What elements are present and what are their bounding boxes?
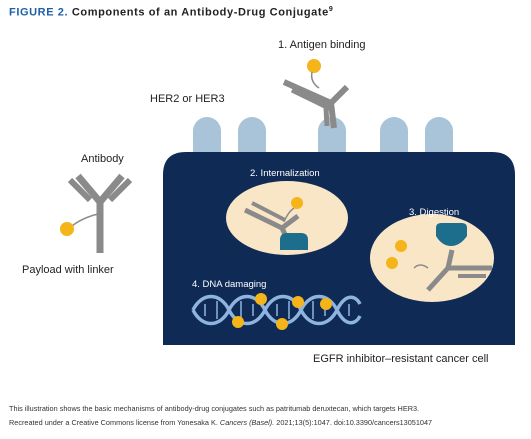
payload xyxy=(395,240,407,252)
free-antibody xyxy=(60,173,133,253)
payload xyxy=(320,298,332,310)
figure-number: FIGURE 2. xyxy=(9,6,69,19)
dna-helix xyxy=(191,293,362,330)
antigen-binding-antibody xyxy=(282,59,350,129)
payload xyxy=(255,293,267,305)
label-antigen-binding: 1. Antigen binding xyxy=(278,39,366,51)
payload xyxy=(232,316,244,328)
label-internalization: 2. Internalization xyxy=(250,168,320,179)
label-dna-damaging: 4. DNA damaging xyxy=(192,279,267,290)
label-cancer-cell: EGFR inhibitor–resistant cancer cell xyxy=(313,353,489,365)
label-antibody: Antibody xyxy=(81,153,124,165)
payload xyxy=(386,257,398,269)
caption-journal: Cancers (Basel). xyxy=(219,418,275,427)
label-digestion: 3. Digestion xyxy=(409,207,460,218)
caption-citation: 2021;13(5):1047. doi:10.3390/cancers1305… xyxy=(274,418,433,427)
label-payload: Payload with linker xyxy=(22,264,114,276)
digestion-vesicle xyxy=(370,214,494,302)
figure-reference: 9 xyxy=(328,6,334,13)
caption-line-2: Recreated under a Creative Commons licen… xyxy=(9,418,432,427)
payload xyxy=(292,296,304,308)
figure-title: FIGURE 2. Components of an Antibody-Drug… xyxy=(9,6,333,19)
caption-line-1: This illustration shows the basic mechan… xyxy=(9,404,420,413)
payload xyxy=(307,59,321,73)
label-receptor: HER2 or HER3 xyxy=(150,93,225,105)
caption-source: Recreated under a Creative Commons licen… xyxy=(9,418,220,427)
internalization-vesicle xyxy=(226,181,348,255)
payload xyxy=(60,222,74,236)
payload xyxy=(276,318,288,330)
payload xyxy=(291,197,303,209)
figure-name: Components of an Antibody-Drug Conjugate xyxy=(71,6,329,19)
